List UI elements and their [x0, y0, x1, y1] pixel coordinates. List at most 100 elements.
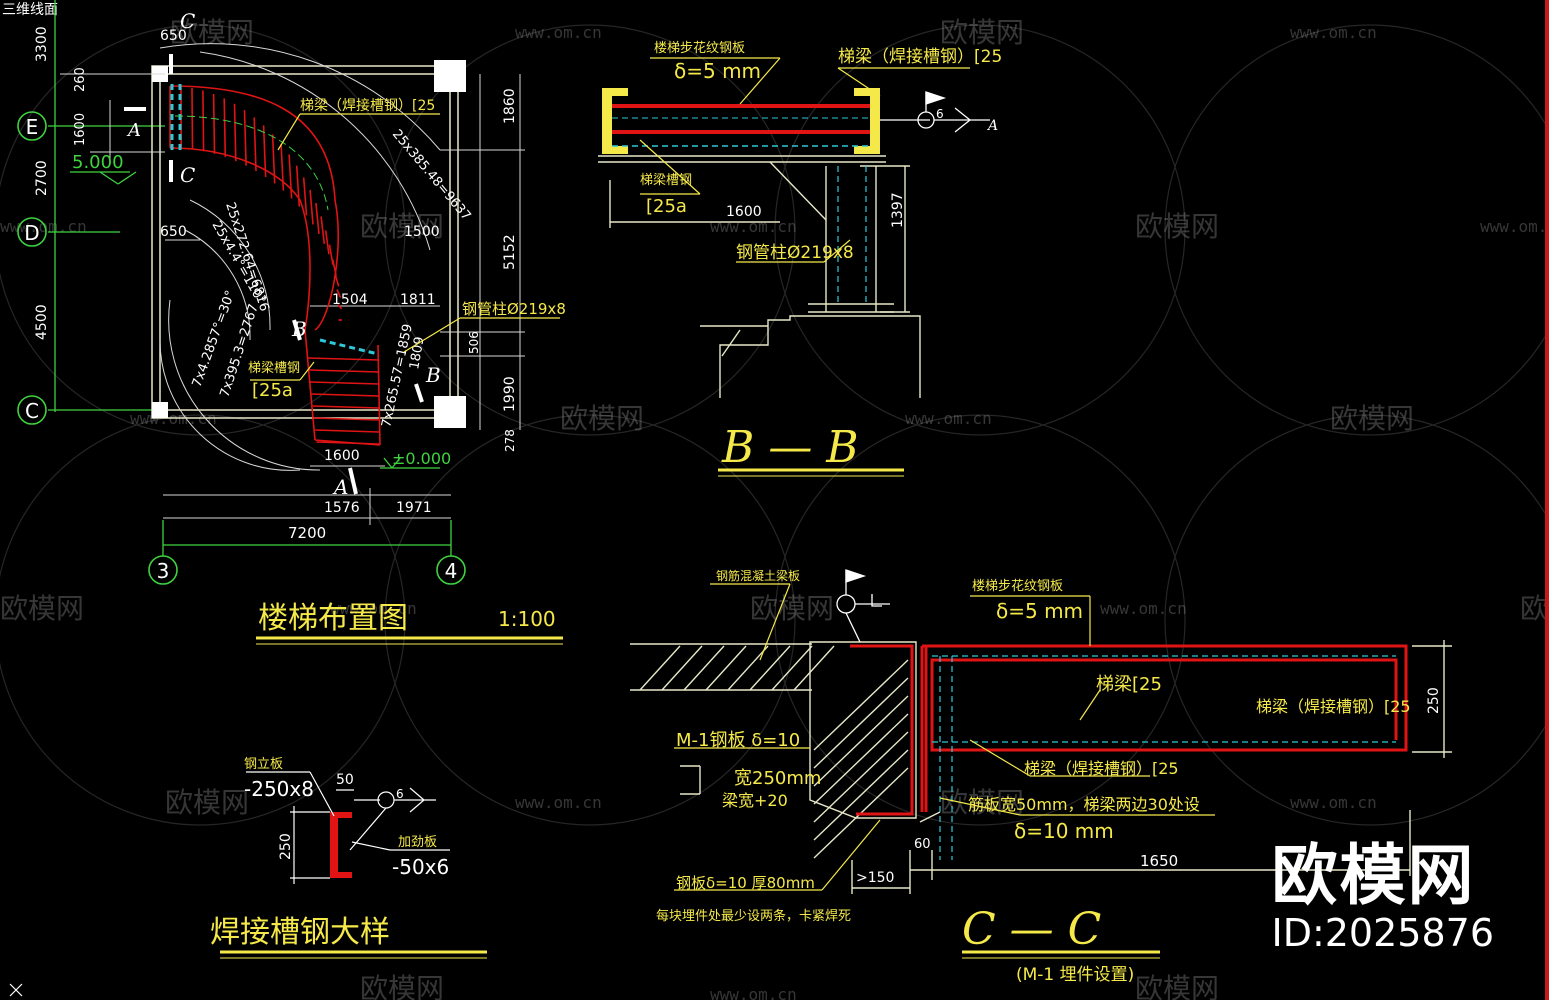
watermark-brand: 欧模网: [0, 592, 84, 625]
section-b-b: 6 A 楼梯步花纹钢板 δ=5 mm 梯梁（焊接槽钢）[25 梯梁槽钢 [25a…: [598, 40, 1002, 477]
cc-beam1: 梯梁[25: [1096, 674, 1162, 695]
stair-tread: [324, 230, 330, 255]
watermark-url: www.om.cn: [330, 599, 417, 618]
hatch-line: [813, 677, 909, 769]
dim-1809: 1809: [407, 335, 428, 370]
detail-plate1-label: 钢立板: [244, 757, 283, 772]
dim-right-1860: 1860: [502, 88, 518, 124]
cc-beam3: 梯梁（焊接槽钢）[25: [1024, 759, 1179, 778]
bb-plate-label: 楼梯步花纹钢板: [654, 40, 745, 56]
detail-title: 焊接槽钢大样: [210, 915, 390, 950]
logo-id: ID:2025876: [1271, 911, 1494, 955]
plan-section-b-right: B: [425, 363, 441, 387]
watermark-url: www.om.cn: [515, 23, 602, 42]
axis-label-d: D: [24, 221, 39, 245]
bb-section-a: A: [986, 118, 998, 134]
hatch-line: [661, 645, 703, 691]
watermark-brand: 欧模网: [560, 402, 644, 435]
plan-beam-label: 梯梁（焊接槽钢）[25: [300, 97, 435, 114]
cc-dim-1650: 1650: [1140, 852, 1178, 870]
cc-dim-250: 250: [1426, 687, 1442, 714]
elevation-top: 5.000: [72, 152, 124, 173]
bb-plate-thk: δ=5 mm: [674, 59, 761, 83]
watermark-brand: 欧模网: [1520, 592, 1549, 625]
detail-dim-50: 50: [336, 772, 354, 788]
stair-tread: [262, 125, 267, 178]
dim-right-278: 278: [503, 429, 517, 452]
brand-logo: 欧模网 ID:2025876: [1271, 837, 1494, 956]
watermark-url: www.om.cn: [1290, 793, 1377, 812]
stair-tread: [202, 90, 205, 152]
bb-stringer-size: [25a: [646, 196, 687, 217]
watermark-url: www.om.cn: [1290, 23, 1377, 42]
watermark-url: www.om.cn: [710, 985, 797, 1000]
stair-tread: [295, 165, 301, 207]
stair-tread: [312, 405, 380, 409]
watermark-brand: 欧模网: [1135, 210, 1219, 243]
dim-left-260: 260: [73, 67, 88, 92]
plan-stringer-label: 梯梁槽钢: [248, 361, 300, 376]
cc-stiff-thk: δ=10 mm: [1014, 819, 1114, 843]
arc-label-1859: 7x265.57=1859: [379, 323, 416, 429]
viewport-edge: [1545, 0, 1549, 1000]
watermark-brand: 欧模网: [1135, 972, 1219, 1000]
cc-dim-150: >150: [856, 870, 894, 886]
stair-tread: [309, 189, 314, 225]
bb-stringer-label: 梯梁槽钢: [640, 173, 692, 188]
hatch-line: [813, 695, 909, 787]
watermark-url: www.om.cn: [905, 409, 992, 428]
hatch-line: [813, 713, 909, 805]
dim-1500: 1500: [404, 224, 440, 240]
stair-tread: [311, 393, 380, 397]
detail-plate1-size: -250x8: [244, 777, 314, 801]
stair-tread: [334, 274, 340, 287]
axis-label-4: 4: [445, 559, 458, 583]
dim-650-top: 650: [160, 28, 187, 44]
hatch-line: [793, 645, 835, 691]
welded-channel-detail: 钢立板 -250x8 50 250 6 加劲板 -50x6 焊接槽钢大样: [210, 757, 487, 959]
watermark-brand: 欧模网: [360, 972, 444, 1000]
logo-name: 欧模网: [1271, 837, 1476, 914]
cc-wide-label: 宽250mm: [734, 768, 821, 789]
watermark-url: www.om.cn: [1100, 599, 1187, 618]
cc-dim-60: 60: [914, 837, 931, 852]
cc-top-label: 钢筋混凝土梁板: [716, 568, 800, 583]
dim-right-5152: 5152: [502, 234, 518, 270]
watermark-brand: 欧模网: [940, 16, 1024, 49]
stair-tread: [288, 154, 293, 199]
plan-section-c-bottom: C: [180, 163, 195, 187]
stair-tread: [337, 304, 343, 310]
bb-beam-label: 梯梁（焊接槽钢）[25: [838, 47, 1002, 67]
hatch-line: [813, 749, 909, 841]
elevation-bottom: ±0.000: [392, 449, 451, 468]
cc-title: C — C: [962, 904, 1101, 955]
plan-section-a-top: A: [126, 120, 141, 141]
watermark-brand: 欧模网: [940, 786, 1024, 819]
plan-title: 楼梯布置图: [258, 601, 408, 636]
stair-tread: [331, 259, 337, 276]
detail-plate2-size: -50x6: [392, 855, 449, 879]
bb-column-label: 钢管柱Ø219x8: [736, 243, 854, 263]
stair-tread: [310, 381, 380, 385]
stair-tread: [191, 87, 194, 150]
dim-left-4500: 4500: [34, 304, 50, 340]
stair-tread: [316, 441, 380, 445]
bb-weld-size: 6: [936, 107, 944, 121]
corner-label: 三维线面: [2, 2, 58, 18]
plan-stringer-size: [25a: [252, 380, 293, 401]
hatch-line: [705, 645, 747, 691]
dim-1600-plan: 1600: [324, 448, 360, 464]
cc-plate-thk: δ=5 mm: [996, 599, 1083, 623]
watermark-brand: 欧模网: [360, 210, 444, 243]
stair-tread: [223, 98, 227, 158]
watermark-url: www.om.cn: [1480, 217, 1549, 236]
stair-tread: [315, 202, 320, 235]
watermark-url: www.om.cn: [0, 217, 87, 236]
watermark-brand: 欧模网: [165, 786, 249, 819]
concrete-hatch: [639, 645, 909, 859]
stair-tread: [271, 134, 276, 184]
axis-label-e: E: [26, 115, 39, 139]
stair-tread: [302, 177, 308, 216]
plan-scale: 1:100: [498, 607, 556, 631]
stair-tread: [307, 357, 380, 361]
